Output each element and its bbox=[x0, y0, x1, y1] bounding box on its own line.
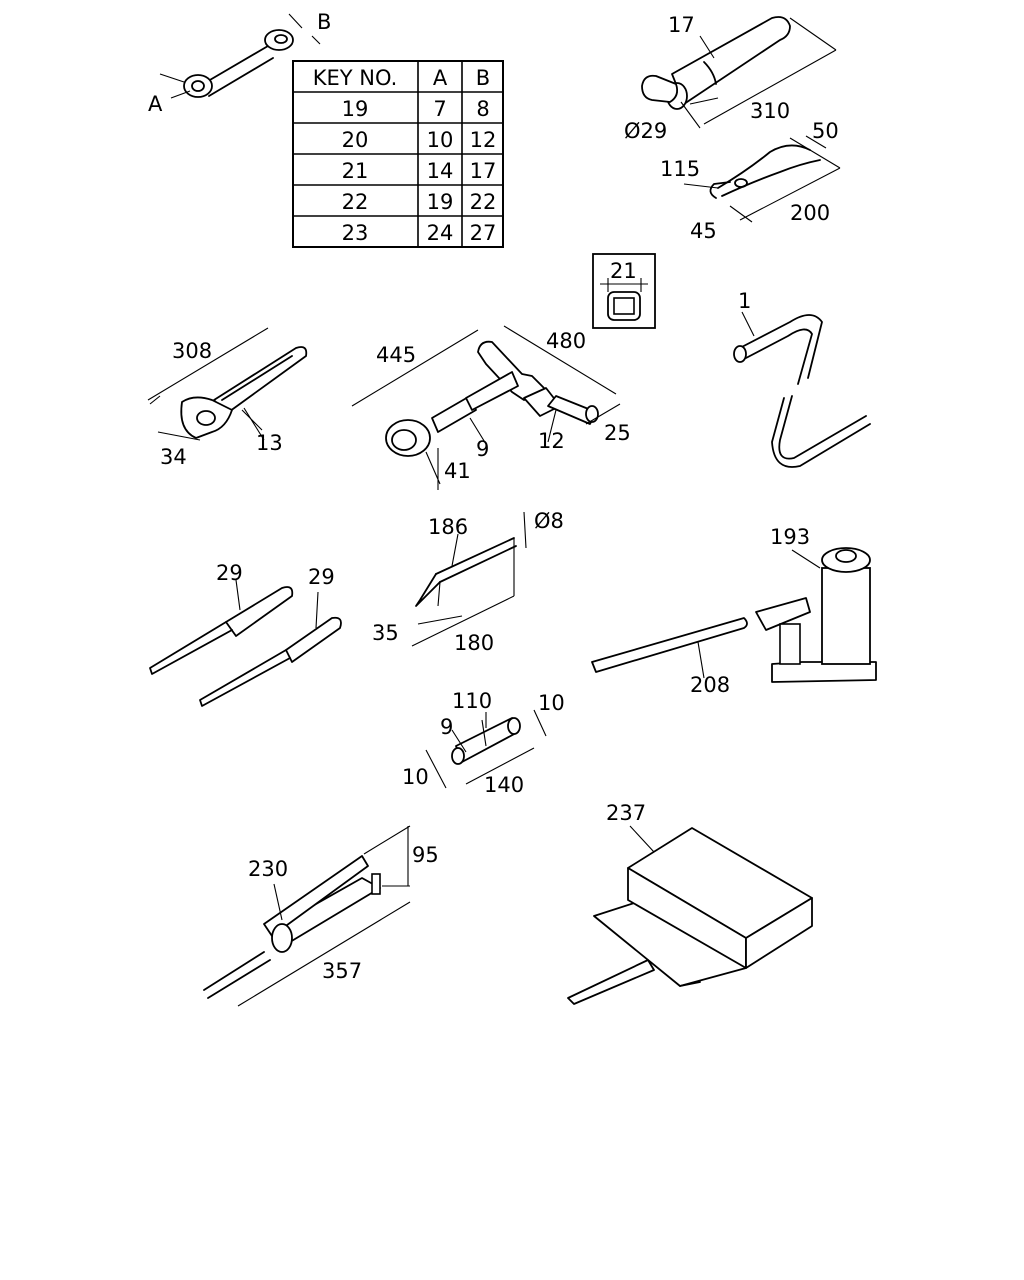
bar-17-label: 17 bbox=[668, 13, 695, 37]
box-480-label: 480 bbox=[546, 329, 586, 353]
plug-socket bbox=[425, 709, 547, 789]
bottle-jack bbox=[591, 547, 877, 683]
table-cell: 22 bbox=[342, 190, 369, 214]
rod-d8-label: Ø8 bbox=[534, 509, 564, 533]
box-41-label: 41 bbox=[444, 459, 471, 483]
table-cell: 27 bbox=[470, 221, 497, 245]
bar-d29-label: Ø29 bbox=[624, 119, 667, 143]
bar-310-label: 310 bbox=[750, 99, 790, 123]
wrench-b-label: B bbox=[317, 10, 331, 34]
box-9-label: 9 bbox=[476, 437, 489, 461]
table-header-a: A bbox=[433, 66, 448, 90]
box-wrench-with-handle bbox=[351, 325, 621, 490]
tire-lever-bar bbox=[641, 16, 837, 129]
gun-230-label: 230 bbox=[248, 857, 288, 881]
pliers-115-label: 115 bbox=[660, 157, 700, 181]
wrench-size-table: KEY NO. A B 19 7 8 20 10 12 21 14 17 22 … bbox=[292, 60, 504, 248]
bag-237-label: 237 bbox=[606, 801, 646, 825]
box-445-label: 445 bbox=[376, 343, 416, 367]
crank-handle bbox=[733, 314, 871, 468]
wrench-a-label: A bbox=[148, 92, 163, 116]
rod-180-label: 180 bbox=[454, 631, 494, 655]
table-cell: 12 bbox=[470, 128, 497, 152]
table-cell: 10 bbox=[427, 128, 454, 152]
tool-bag bbox=[567, 827, 813, 1005]
rod-35-label: 35 bbox=[372, 621, 399, 645]
screwdriver-29a-label: 29 bbox=[216, 561, 243, 585]
leader-lines bbox=[235, 35, 821, 921]
table-cell: 7 bbox=[433, 97, 446, 121]
pry-rod bbox=[411, 511, 527, 647]
screwdriver-29b-label: 29 bbox=[308, 565, 335, 589]
table-cell: 19 bbox=[342, 97, 369, 121]
plug-140-label: 140 bbox=[484, 773, 524, 797]
jack-208-label: 208 bbox=[690, 673, 730, 697]
table-cell: 8 bbox=[476, 97, 489, 121]
handle-1-label: 1 bbox=[738, 289, 751, 313]
grease-gun bbox=[203, 825, 411, 1007]
adjwrench-34-label: 34 bbox=[160, 445, 187, 469]
table-cell: 23 bbox=[342, 221, 369, 245]
table-cell: 17 bbox=[470, 159, 497, 183]
table-cell: 21 bbox=[342, 159, 369, 183]
pliers-50-label: 50 bbox=[812, 119, 839, 143]
table-cell: 20 bbox=[342, 128, 369, 152]
adjwrench-308-label: 308 bbox=[172, 339, 212, 363]
gun-95-label: 95 bbox=[412, 843, 439, 867]
table-cell: 14 bbox=[427, 159, 454, 183]
table-cell: 22 bbox=[470, 190, 497, 214]
jack-193-label: 193 bbox=[770, 525, 810, 549]
table-header-key-no: KEY NO. bbox=[313, 66, 398, 90]
table-header-b: B bbox=[476, 66, 490, 90]
socket-21-label: 21 bbox=[610, 259, 637, 283]
plug-10a-label: 10 bbox=[538, 691, 565, 715]
gun-357-label: 357 bbox=[322, 959, 362, 983]
double-open-end-wrench bbox=[159, 13, 321, 99]
screwdrivers bbox=[149, 586, 342, 707]
pliers bbox=[709, 135, 841, 223]
box-12-label: 12 bbox=[538, 429, 565, 453]
box-25-label: 25 bbox=[604, 421, 631, 445]
plug-9-label: 9 bbox=[440, 715, 453, 739]
table-cell: 24 bbox=[427, 221, 454, 245]
adjustable-wrench bbox=[147, 327, 308, 441]
pliers-45-label: 45 bbox=[690, 219, 717, 243]
plug-110-label: 110 bbox=[452, 689, 492, 713]
table-cell: 19 bbox=[427, 190, 454, 214]
rod-186-label: 186 bbox=[428, 515, 468, 539]
pliers-200-label: 200 bbox=[790, 201, 830, 225]
plug-10b-label: 10 bbox=[402, 765, 429, 789]
socket-detail-box bbox=[592, 253, 656, 329]
